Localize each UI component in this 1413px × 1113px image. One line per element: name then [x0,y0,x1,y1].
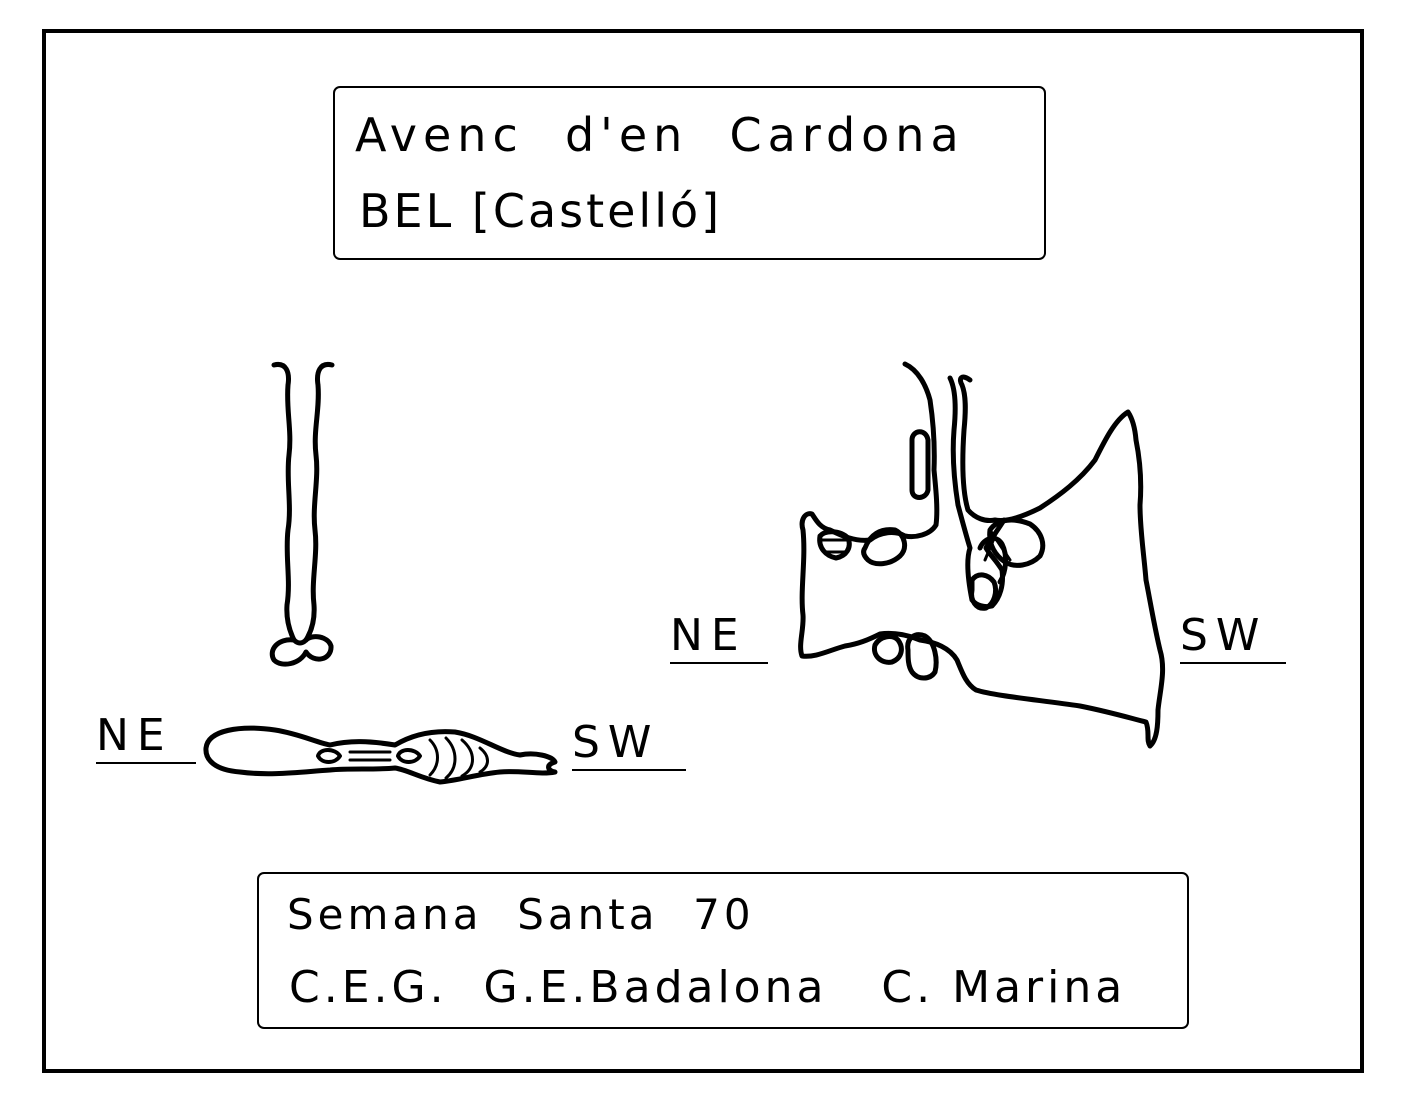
cave-location: BEL [Castelló] [359,184,723,238]
section-label-sw: SW [1180,614,1286,664]
credits-box: Semana Santa 70 C.E.G. G.E.Badalona C. M… [257,872,1189,1029]
section-label-ne: NE [670,614,768,664]
plan-label-ne: NE [96,714,196,764]
plan-outline [203,725,558,785]
shaft-elevation [269,361,335,667]
title-box: Avenc d'en Cardona BEL [Castelló] [333,86,1046,260]
section-outline [798,361,1166,749]
plan-label-sw: SW [572,721,686,771]
credits-groups: C.E.G. G.E.Badalona C. Marina [289,962,1127,1013]
cave-name: Avenc d'en Cardona [355,108,965,162]
map-frame [42,29,1364,1073]
credits-date: Semana Santa 70 [287,890,755,939]
